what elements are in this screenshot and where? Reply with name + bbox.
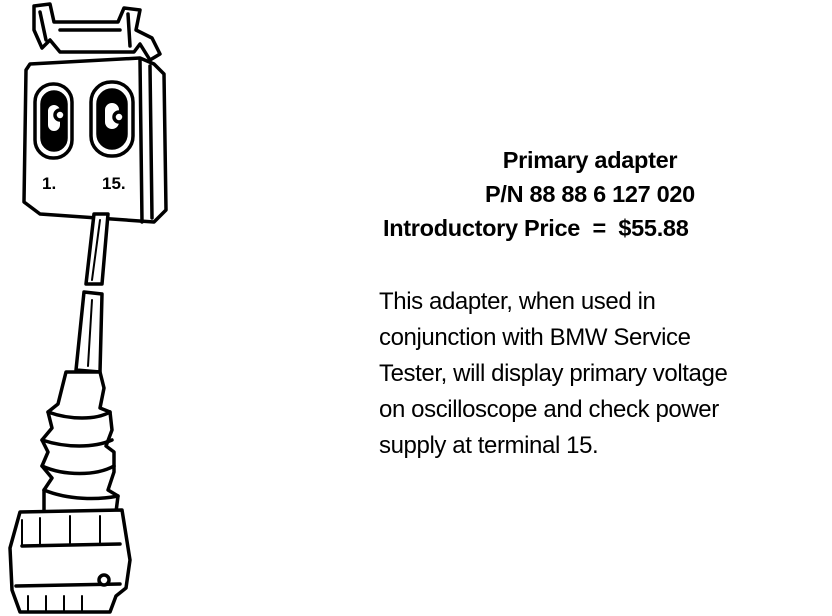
cable-boot xyxy=(40,370,120,514)
terminal-label-15: 15. xyxy=(102,174,126,193)
top-clip xyxy=(32,2,162,62)
lower-cable xyxy=(74,290,104,374)
price-label: Introductory Price xyxy=(383,215,581,241)
terminal-label-1: 1. xyxy=(42,174,56,193)
terminal-1-socket xyxy=(33,82,74,160)
connector-plug xyxy=(8,508,132,614)
product-title: Primary adapter xyxy=(502,147,678,173)
part-number: P/N 88 88 6 127 020 xyxy=(485,181,695,207)
price-value: $55.88 xyxy=(618,215,689,241)
adapter-housing xyxy=(22,56,168,224)
description-line: Tester, will display primary voltage xyxy=(379,360,728,387)
upper-cable xyxy=(84,212,110,286)
product-heading: Primary adapter P/N 88 88 6 127 020 Intr… xyxy=(370,143,810,245)
description-line: supply at terminal 15. xyxy=(379,432,599,459)
price-line: Introductory Price = $55.88 xyxy=(370,211,810,245)
description-line: on oscilloscope and check power xyxy=(379,396,719,423)
product-description: This adapter, when used in conjunction w… xyxy=(379,284,832,464)
price-separator: = xyxy=(592,215,606,241)
terminal-15-socket xyxy=(89,80,135,158)
description-line: conjunction with BMW Service xyxy=(379,324,691,351)
primary-adapter-drawing: 1. 15. xyxy=(8,2,168,614)
description-line: This adapter, when used in xyxy=(379,288,656,315)
